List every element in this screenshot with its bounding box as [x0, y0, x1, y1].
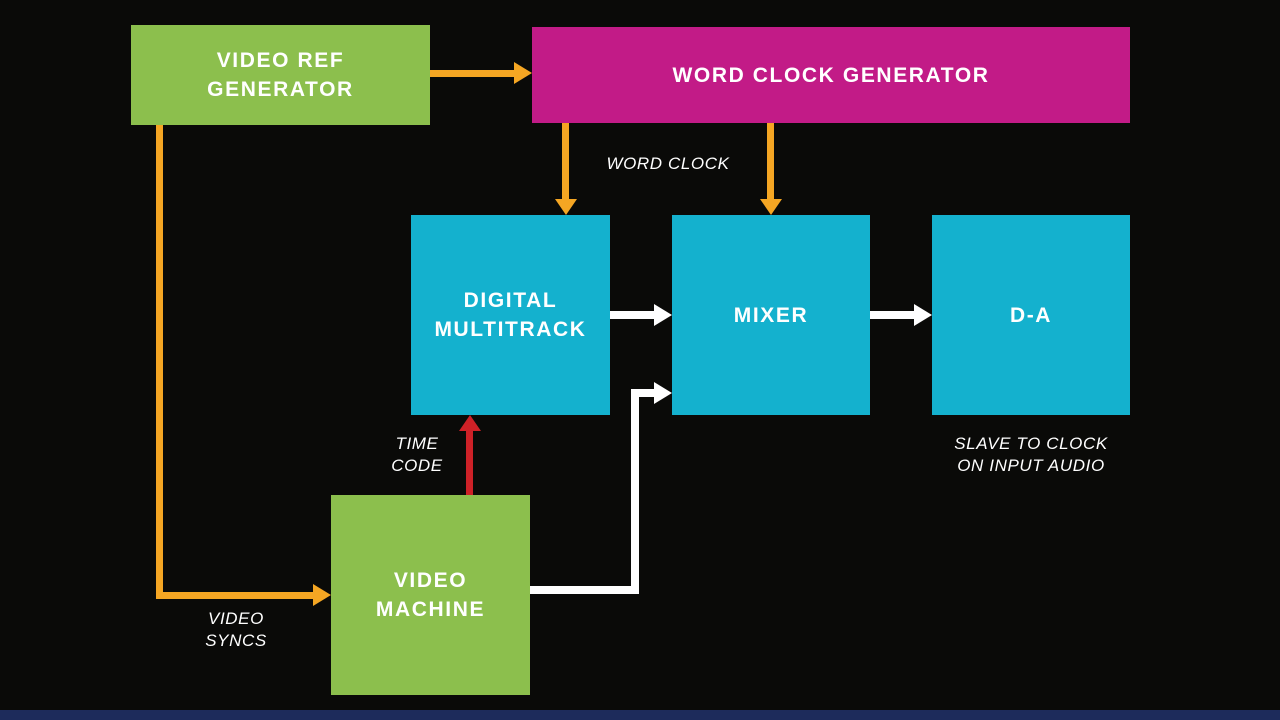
- node-video-machine: VIDEO MACHINE: [331, 495, 530, 695]
- arrow-ref-to-videomachine-head-icon: [313, 584, 331, 606]
- label-slave-to-clock: SLAVE TO CLOCK ON INPUT AUDIO: [954, 434, 1108, 475]
- node-mixer: MIXER: [672, 215, 870, 415]
- label-video-syncs: VIDEO SYNCS: [205, 609, 267, 650]
- arrow-mixer-to-da-head-icon: [914, 304, 932, 326]
- node-digital-multitrack: DIGITAL MULTITRACK: [411, 215, 610, 415]
- label-time-code: TIME CODE: [391, 434, 443, 475]
- arrow-videomachine-to-mixer-horizontal2-shaft: [631, 389, 654, 397]
- arrow-ref-to-videomachine-vertical-shaft: [156, 125, 163, 599]
- arrow-mixer-to-da-shaft: [870, 311, 914, 319]
- arrow-ref-to-wordclock-head-icon: [514, 62, 532, 84]
- arrow-multitrack-to-mixer-shaft: [610, 311, 654, 319]
- arrow-multitrack-to-mixer-head-icon: [654, 304, 672, 326]
- arrow-videomachine-to-mixer-vertical-shaft: [631, 389, 639, 594]
- arrow-videomachine-to-mixer-horizontal1-shaft: [530, 586, 639, 594]
- node-video-ref-generator: VIDEO REF GENERATOR: [131, 25, 430, 125]
- arrow-wordclock-to-mixer-shaft: [767, 123, 774, 199]
- label-word-clock: WORD CLOCK: [606, 154, 730, 173]
- arrow-ref-to-videomachine-horizontal-shaft: [156, 592, 313, 599]
- arrow-wordclock-to-multitrack-head-icon: [555, 199, 577, 215]
- arrow-videomachine-to-multitrack-shaft: [466, 431, 473, 495]
- arrow-videomachine-to-mixer-head-icon: [654, 382, 672, 404]
- node-word-clock-generator: WORD CLOCK GENERATOR: [532, 27, 1130, 123]
- node-d-a: D-A: [932, 215, 1130, 415]
- arrow-wordclock-to-multitrack-shaft: [562, 123, 569, 199]
- footer-strip: [0, 710, 1280, 720]
- arrow-wordclock-to-mixer-head-icon: [760, 199, 782, 215]
- arrow-ref-to-wordclock-shaft: [430, 70, 514, 77]
- arrow-videomachine-to-multitrack-head-icon: [459, 415, 481, 431]
